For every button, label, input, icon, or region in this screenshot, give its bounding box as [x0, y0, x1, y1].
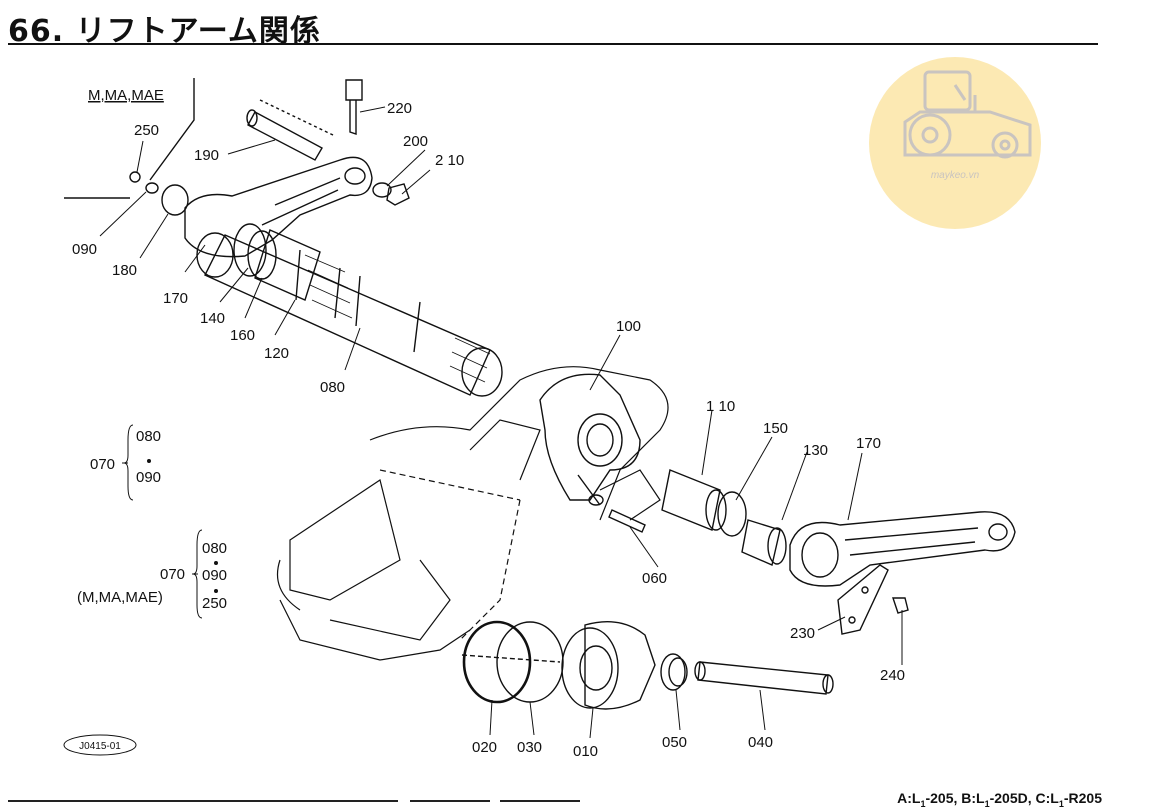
label-010: 010	[573, 743, 598, 760]
label-180: 180	[112, 262, 137, 279]
label-080: 080	[320, 379, 345, 396]
pin-190-end	[246, 109, 258, 127]
bracket-100	[539, 373, 641, 506]
shaft-080-end	[461, 347, 503, 397]
model-label: M,MA,MAE	[88, 87, 164, 104]
label-140: 140	[200, 310, 225, 327]
label-110: 1 10	[706, 398, 735, 415]
rod-040	[697, 661, 829, 695]
lower-assembly	[461, 620, 834, 710]
label-170-upper: 170	[163, 290, 188, 307]
group1-child-2: 090	[136, 469, 161, 486]
label-190: 190	[194, 147, 219, 164]
label-020: 020	[472, 739, 497, 756]
bolt-240	[892, 597, 909, 614]
label-170-lower: 170	[856, 435, 881, 452]
group2-bracket	[192, 529, 203, 619]
upper-assembly	[129, 79, 503, 397]
label-250: 250	[134, 122, 159, 139]
oring-150	[717, 491, 747, 537]
bushing-110	[661, 469, 721, 531]
bolt-220-head	[345, 79, 363, 101]
lift-arm-170-upper	[184, 156, 373, 258]
footer-rule-right	[500, 800, 580, 802]
label-030: 030	[517, 739, 542, 756]
group2-child-2: 090	[202, 567, 227, 584]
label-220: 220	[387, 100, 412, 117]
pin-060-shape	[608, 509, 646, 533]
group-callout-2: 070 (M,MA,MAE) 080 090 250	[77, 529, 227, 619]
nut-210-shape	[386, 183, 410, 206]
label-210: 2 10	[435, 152, 464, 169]
group2-child-1: 080	[202, 540, 227, 557]
lift-arm-170-lower	[789, 511, 1016, 587]
footer-rule-mid	[410, 800, 490, 802]
group1-child-1: 080	[136, 428, 161, 445]
label-130: 130	[803, 442, 828, 459]
group1-parent: 070	[90, 456, 115, 473]
label-050: 050	[662, 734, 687, 751]
watermark-text: maykeo.vn	[931, 170, 980, 181]
ring-020	[462, 620, 532, 704]
tractor-icon	[903, 70, 1032, 159]
model-footer: A:L1-205, B:L1-205D, C:L1-R205	[897, 790, 1102, 809]
plate-230	[837, 564, 889, 635]
washer-200-shape	[372, 182, 392, 198]
group2-parent-note: (M,MA,MAE)	[77, 589, 163, 606]
snap-ring-180	[161, 184, 189, 216]
label-240: 240	[880, 667, 905, 684]
collar-090	[145, 182, 159, 194]
footer-rule-left	[8, 800, 398, 802]
model-bracket-line	[64, 78, 195, 199]
group1-bracket	[122, 424, 134, 501]
label-120: 120	[264, 345, 289, 362]
pin-190-shape	[247, 111, 323, 161]
bushing-140	[233, 223, 267, 277]
right-assembly	[661, 469, 1016, 635]
label-230: 230	[790, 625, 815, 642]
leader-lines	[99, 106, 903, 739]
housing-outline	[276, 366, 669, 661]
plug-250	[129, 171, 141, 183]
title-rule	[8, 43, 1098, 45]
label-060: 060	[642, 570, 667, 587]
shaft-080-shape	[204, 234, 491, 396]
part-labels: 220 190 200 2 10 250 090 180 170 140 160…	[72, 100, 905, 760]
label-100: 100	[616, 318, 641, 335]
label-090: 090	[72, 241, 97, 258]
piston-010	[584, 620, 656, 710]
reference-code: J0415-01	[63, 734, 137, 756]
label-200: 200	[403, 133, 428, 150]
reference-code-text: J0415-01	[79, 741, 121, 752]
label-040: 040	[748, 734, 773, 751]
group2-child-3: 250	[202, 595, 227, 612]
collar-130	[741, 519, 781, 566]
group2-parent: 070	[160, 566, 185, 583]
label-150: 150	[763, 420, 788, 437]
label-160: 160	[230, 327, 255, 344]
watermark-logo: maykeo.vn	[869, 57, 1041, 229]
seal-050	[660, 653, 686, 691]
bushing-120	[254, 229, 321, 301]
group-callout-1: 070 080 090	[90, 424, 161, 501]
